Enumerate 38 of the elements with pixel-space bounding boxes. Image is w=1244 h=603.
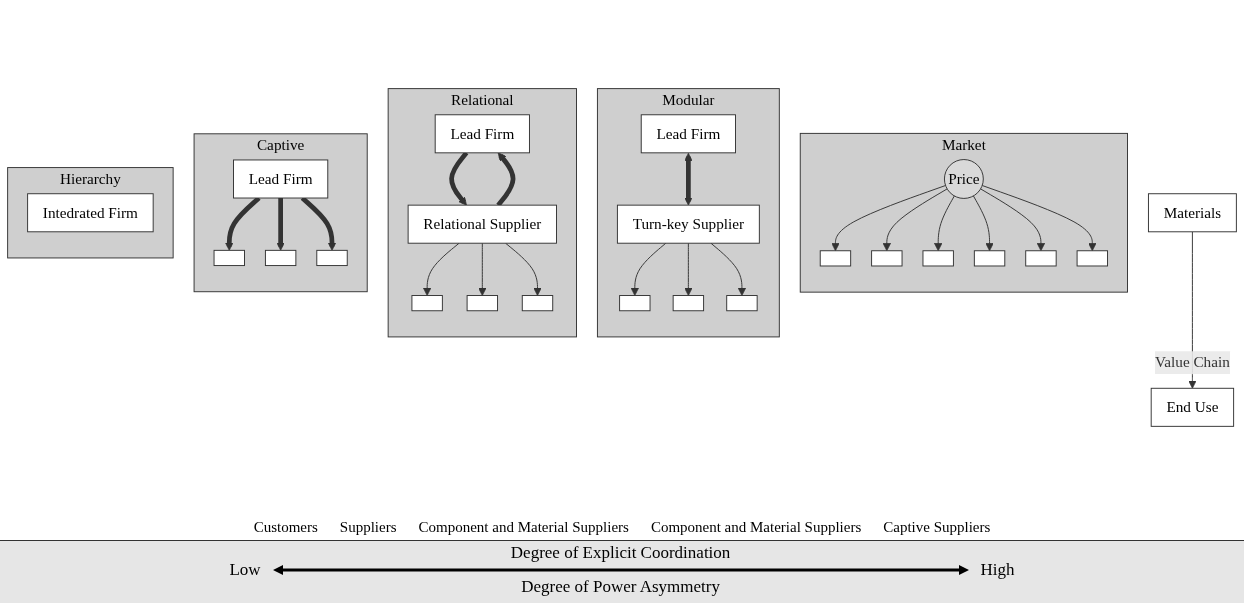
arrow <box>684 152 693 206</box>
group-label: Component and Material Suppliers <box>650 519 862 536</box>
node-box: Materials <box>1147 193 1237 233</box>
node-box: Intedrated Firm <box>27 193 154 233</box>
node-box: Lead Firm <box>640 114 736 154</box>
node-box <box>264 249 297 267</box>
arrow <box>496 152 516 207</box>
node-box <box>819 250 852 267</box>
node-box <box>973 250 1006 267</box>
group-label: Customers <box>253 519 318 536</box>
group-label: Component and Material Suppliers <box>418 519 629 536</box>
node-box: End Use <box>1150 387 1235 427</box>
node-box <box>213 249 245 267</box>
node-box <box>411 295 443 312</box>
edge-label: Value Chain <box>1154 354 1230 371</box>
node-box <box>726 295 758 312</box>
node-box <box>672 295 705 312</box>
axis-title: Degree of Power Asymmetry <box>521 577 720 597</box>
node-box: Lead Firm <box>233 159 329 199</box>
arrow <box>449 151 469 206</box>
node-circle: Price <box>943 159 984 199</box>
node-box <box>1025 250 1057 267</box>
axis-label: High <box>980 560 1015 580</box>
node-box <box>922 250 954 267</box>
axis-label: Low <box>229 560 261 580</box>
node-box <box>871 250 903 267</box>
node-box: Lead Firm <box>434 114 530 154</box>
node-box: Turn-key Supplier <box>616 204 760 244</box>
group-label: Captive Suppliers <box>883 519 991 536</box>
axis-title: Degree of Explicit Coordination <box>510 543 731 563</box>
arrow <box>276 198 285 251</box>
node-box <box>316 249 348 267</box>
node-box <box>1076 250 1108 267</box>
node-box <box>466 295 498 312</box>
node-box: Relational Supplier <box>407 204 557 244</box>
node-box <box>521 295 554 312</box>
group-label: Suppliers <box>339 519 397 536</box>
node-box <box>619 295 651 312</box>
